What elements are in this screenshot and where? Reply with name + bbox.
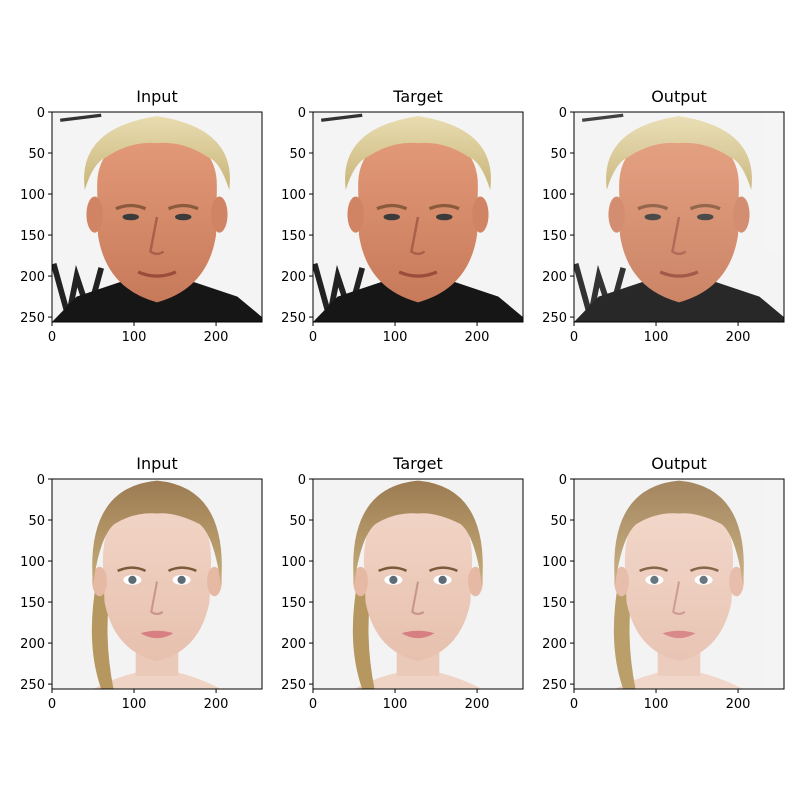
axes-frame: [312, 111, 524, 323]
y-tick-label: 100: [281, 555, 306, 570]
y-tick-label: 0: [37, 106, 45, 121]
x-tick-label: 0: [48, 330, 56, 345]
x-tick-label: 100: [383, 330, 408, 345]
y-tick-label: 250: [20, 678, 45, 693]
face-image: [52, 112, 262, 322]
y-tick-label: 0: [298, 473, 306, 488]
x-tick-label: 100: [122, 697, 147, 712]
x-tick-label: 0: [309, 697, 317, 712]
axes-frame: [51, 478, 263, 690]
x-tick-label: 200: [204, 697, 229, 712]
y-tick-label: 250: [20, 311, 45, 326]
x-tick-label: 100: [122, 330, 147, 345]
y-tick-label: 250: [542, 311, 567, 326]
y-tick-label: 150: [20, 596, 45, 611]
x-tick-label: 100: [383, 697, 408, 712]
y-tick-label: 250: [281, 678, 306, 693]
y-tick-label: 200: [542, 270, 567, 285]
face-image: [574, 112, 784, 322]
y-tick-label: 250: [281, 311, 306, 326]
y-tick-label: 0: [298, 106, 306, 121]
y-tick-label: 150: [281, 596, 306, 611]
y-tick-label: 200: [20, 637, 45, 652]
panel-title: Target: [392, 87, 443, 106]
panel-title: Output: [651, 87, 707, 106]
face-image: [313, 112, 523, 322]
axes-frame: [312, 478, 524, 690]
panel-row1-output: Output 0 100 200 0 50 100 150 200 250: [542, 87, 785, 345]
y-tick-label: 250: [542, 678, 567, 693]
y-tick-label: 100: [542, 555, 567, 570]
y-tick-label: 50: [550, 147, 567, 162]
y-tick-label: 200: [20, 270, 45, 285]
y-tick-label: 150: [281, 229, 306, 244]
x-tick-label: 0: [570, 330, 578, 345]
y-tick-label: 200: [281, 270, 306, 285]
x-tick-label: 200: [204, 330, 229, 345]
x-tick-label: 0: [570, 697, 578, 712]
axes-frame: [573, 478, 785, 690]
panel-row1-target: Target 0 100 200 0 50 100 150 200 250: [281, 87, 524, 345]
face-image: [52, 479, 262, 689]
panel-title: Target: [392, 454, 443, 473]
y-tick-label: 150: [542, 229, 567, 244]
y-tick-label: 200: [281, 637, 306, 652]
y-tick-label: 0: [559, 106, 567, 121]
y-tick-label: 200: [542, 637, 567, 652]
y-tick-label: 50: [550, 514, 567, 529]
y-tick-label: 100: [281, 188, 306, 203]
face-image: [574, 479, 784, 689]
axes-frame: [573, 111, 785, 323]
y-tick-label: 50: [28, 514, 45, 529]
y-tick-label: 150: [20, 229, 45, 244]
panel-title: Output: [651, 454, 707, 473]
panel-row1-input: Input 0 100 200 0 50 100 150 200 250: [20, 87, 263, 345]
panel-row2-output: Output 0 100 200 0 50 100 150 200 250: [542, 454, 785, 712]
x-tick-label: 100: [644, 330, 669, 345]
x-tick-label: 200: [465, 697, 490, 712]
y-tick-label: 100: [20, 188, 45, 203]
y-tick-label: 0: [37, 473, 45, 488]
panel-title: Input: [136, 87, 177, 106]
x-tick-label: 100: [644, 697, 669, 712]
y-tick-label: 100: [542, 188, 567, 203]
y-tick-label: 50: [28, 147, 45, 162]
panel-row2-target: Target 0 100 200 0 50 100 150 200 250: [281, 454, 524, 712]
x-tick-label: 200: [726, 330, 751, 345]
panel-title: Input: [136, 454, 177, 473]
x-tick-label: 200: [726, 697, 751, 712]
axes-frame: [51, 111, 263, 323]
y-tick-label: 150: [542, 596, 567, 611]
panel-row2-input: Input 0 100 200 0 50 100 150 200 250: [20, 454, 263, 712]
x-tick-label: 200: [465, 330, 490, 345]
x-tick-label: 0: [48, 697, 56, 712]
y-tick-label: 100: [20, 555, 45, 570]
y-tick-label: 50: [289, 147, 306, 162]
x-tick-label: 0: [309, 330, 317, 345]
y-tick-label: 50: [289, 514, 306, 529]
face-image: [313, 479, 523, 689]
y-tick-label: 0: [559, 473, 567, 488]
